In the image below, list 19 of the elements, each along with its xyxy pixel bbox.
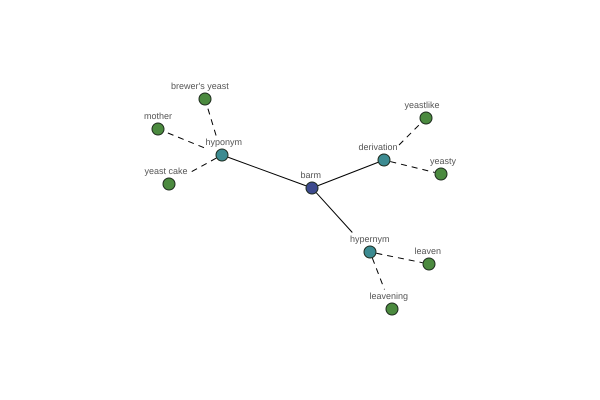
dashed-connector-line [398, 122, 422, 146]
node-label: leavening [370, 291, 408, 302]
node-label: hyponym [206, 137, 242, 148]
node-label: mother [144, 111, 172, 122]
node-label: yeast cake [144, 166, 188, 177]
node-label: derivation [358, 142, 398, 153]
connector-line [228, 156, 306, 186]
node-label: brewer's yeast [171, 81, 229, 92]
dashed-connector-line [390, 161, 436, 173]
connector-line [316, 192, 353, 233]
node-label: leaven [414, 246, 442, 257]
dashed-connector-line [376, 252, 424, 264]
node-label: yeasty [430, 156, 456, 167]
connector-line [318, 162, 378, 186]
dashed-connector-line [372, 258, 385, 290]
dashed-connector-line [188, 158, 217, 174]
node-label: barm [300, 170, 322, 181]
node-label: hypernym [350, 234, 390, 245]
node-label: yeastlike [404, 100, 440, 111]
